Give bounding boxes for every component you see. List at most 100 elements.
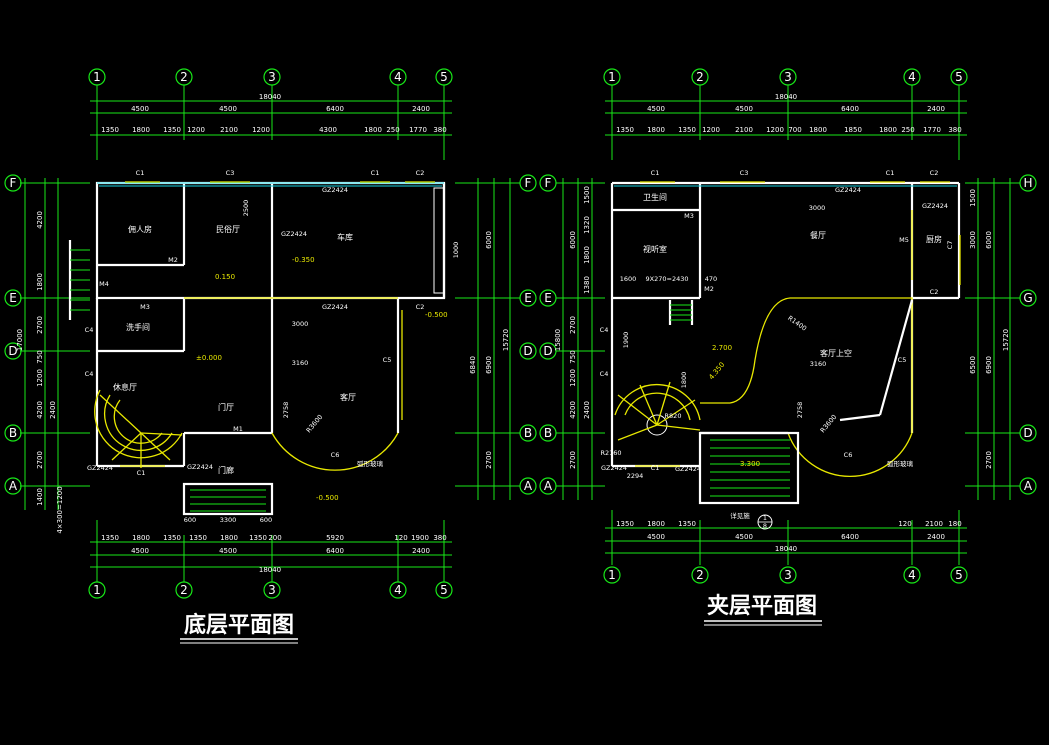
svg-text:4300: 4300: [319, 126, 337, 134]
room-label: 车库: [337, 232, 353, 242]
svg-text:1: 1: [608, 70, 616, 84]
svg-text:6000: 6000: [985, 231, 993, 249]
room-label: 厨房: [926, 234, 942, 244]
svg-text:4500: 4500: [131, 547, 149, 555]
mezzanine-edge: [700, 297, 913, 433]
svg-text:18040: 18040: [775, 545, 797, 553]
svg-text:6840: 6840: [469, 356, 477, 374]
svg-text:18040: 18040: [775, 93, 797, 101]
svg-text:2700: 2700: [569, 451, 577, 469]
spiral-stair: [94, 389, 183, 468]
column-axes-top: 1 2 3 4 5: [603, 68, 968, 86]
svg-text:750: 750: [569, 350, 577, 363]
svg-text:750: 750: [36, 350, 44, 363]
svg-text:弧形玻璃: 弧形玻璃: [357, 459, 384, 468]
svg-text:1400: 1400: [36, 488, 44, 506]
room-label: 餐厅: [810, 231, 826, 240]
svg-text:C3: C3: [740, 169, 749, 177]
svg-text:2500: 2500: [242, 200, 250, 217]
svg-text:1800: 1800: [879, 126, 897, 134]
svg-text:R3600: R3600: [305, 413, 325, 434]
svg-text:1500: 1500: [969, 189, 977, 207]
bottom-dimensions: 1350 1800 1350 1350 1800 1350 200 5920 1…: [90, 520, 452, 582]
room-label: 佣人房: [128, 224, 152, 234]
svg-text:2400: 2400: [412, 547, 430, 555]
svg-text:600: 600: [184, 516, 196, 524]
left-dimensions: 17000 4200 1800 2700 750 1200 4200 2400 …: [16, 178, 90, 534]
svg-text:2400: 2400: [927, 105, 945, 113]
svg-text:GZ2424: GZ2424: [281, 230, 307, 238]
svg-text:2700: 2700: [36, 451, 44, 469]
svg-text:380: 380: [433, 126, 446, 134]
svg-text:1350: 1350: [678, 126, 696, 134]
room-label: 客厅: [340, 392, 356, 402]
svg-text:1380: 1380: [583, 276, 591, 294]
svg-text:GZ2424: GZ2424: [322, 186, 348, 194]
svg-text:5920: 5920: [326, 534, 344, 542]
svg-text:8: 8: [763, 522, 767, 530]
svg-text:弧形玻璃: 弧形玻璃: [887, 459, 914, 468]
svg-text:4500: 4500: [735, 105, 753, 113]
svg-text:1350: 1350: [101, 126, 119, 134]
svg-text:2700: 2700: [569, 316, 577, 334]
svg-text:1: 1: [93, 70, 101, 84]
svg-text:9X270=2430: 9X270=2430: [646, 275, 689, 283]
svg-text:E: E: [524, 291, 532, 305]
svg-text:2400: 2400: [412, 105, 430, 113]
row-axes-right: H G D A: [1019, 174, 1037, 495]
svg-text:GZ2424: GZ2424: [187, 463, 213, 471]
svg-text:2100: 2100: [925, 520, 943, 528]
windows: [635, 181, 961, 467]
svg-text:1: 1: [763, 514, 767, 522]
svg-text:C2: C2: [930, 169, 939, 177]
svg-text:15720: 15720: [1002, 329, 1010, 351]
svg-text:-0.500: -0.500: [316, 494, 339, 502]
svg-text:4500: 4500: [131, 105, 149, 113]
svg-text:E: E: [9, 291, 17, 305]
svg-text:2294: 2294: [627, 472, 644, 480]
svg-text:4500: 4500: [647, 533, 665, 541]
spiral-stair: [614, 381, 701, 441]
svg-text:1350: 1350: [163, 534, 181, 542]
svg-text:2: 2: [180, 583, 188, 597]
svg-text:1900: 1900: [622, 332, 630, 349]
svg-text:M3: M3: [684, 212, 694, 220]
svg-text:F: F: [525, 176, 532, 190]
svg-text:F: F: [545, 176, 552, 190]
svg-text:2: 2: [180, 70, 188, 84]
room-label: 客厅上空: [820, 348, 852, 358]
svg-text:2400: 2400: [927, 533, 945, 541]
svg-text:C2: C2: [416, 303, 425, 311]
svg-text:5: 5: [440, 70, 448, 84]
svg-text:5: 5: [955, 70, 963, 84]
svg-text:6400: 6400: [841, 105, 859, 113]
svg-text:C1: C1: [137, 469, 146, 477]
plan-title: 夹层平面图: [707, 594, 817, 619]
svg-text:C5: C5: [898, 356, 907, 364]
right-dimensions: 15720 6000 6840 6900 2700: [455, 178, 520, 500]
svg-text:200: 200: [268, 534, 281, 542]
svg-text:2: 2: [696, 70, 704, 84]
svg-text:M5: M5: [899, 236, 909, 244]
svg-text:A: A: [1024, 479, 1033, 493]
svg-text:M2: M2: [168, 256, 178, 264]
svg-text:6500: 6500: [969, 356, 977, 374]
column-axes-bottom: 1 2 3 4 5: [603, 566, 968, 584]
svg-text:0.150: 0.150: [215, 273, 235, 281]
svg-text:GZ2424: GZ2424: [922, 202, 948, 210]
svg-text:1200: 1200: [252, 126, 270, 134]
svg-text:17000: 17000: [16, 329, 24, 351]
svg-text:120: 120: [898, 520, 911, 528]
svg-text:4500: 4500: [735, 533, 753, 541]
svg-text:D: D: [8, 344, 17, 358]
svg-text:C1: C1: [371, 169, 380, 177]
svg-text:A: A: [9, 479, 18, 493]
svg-text:4: 4: [908, 568, 916, 582]
svg-text:1200: 1200: [36, 369, 44, 387]
svg-text:C1: C1: [651, 169, 660, 177]
svg-text:380: 380: [948, 126, 961, 134]
svg-text:3000: 3000: [292, 320, 309, 328]
svg-text:700: 700: [788, 126, 801, 134]
living-room-arc: [787, 432, 913, 478]
